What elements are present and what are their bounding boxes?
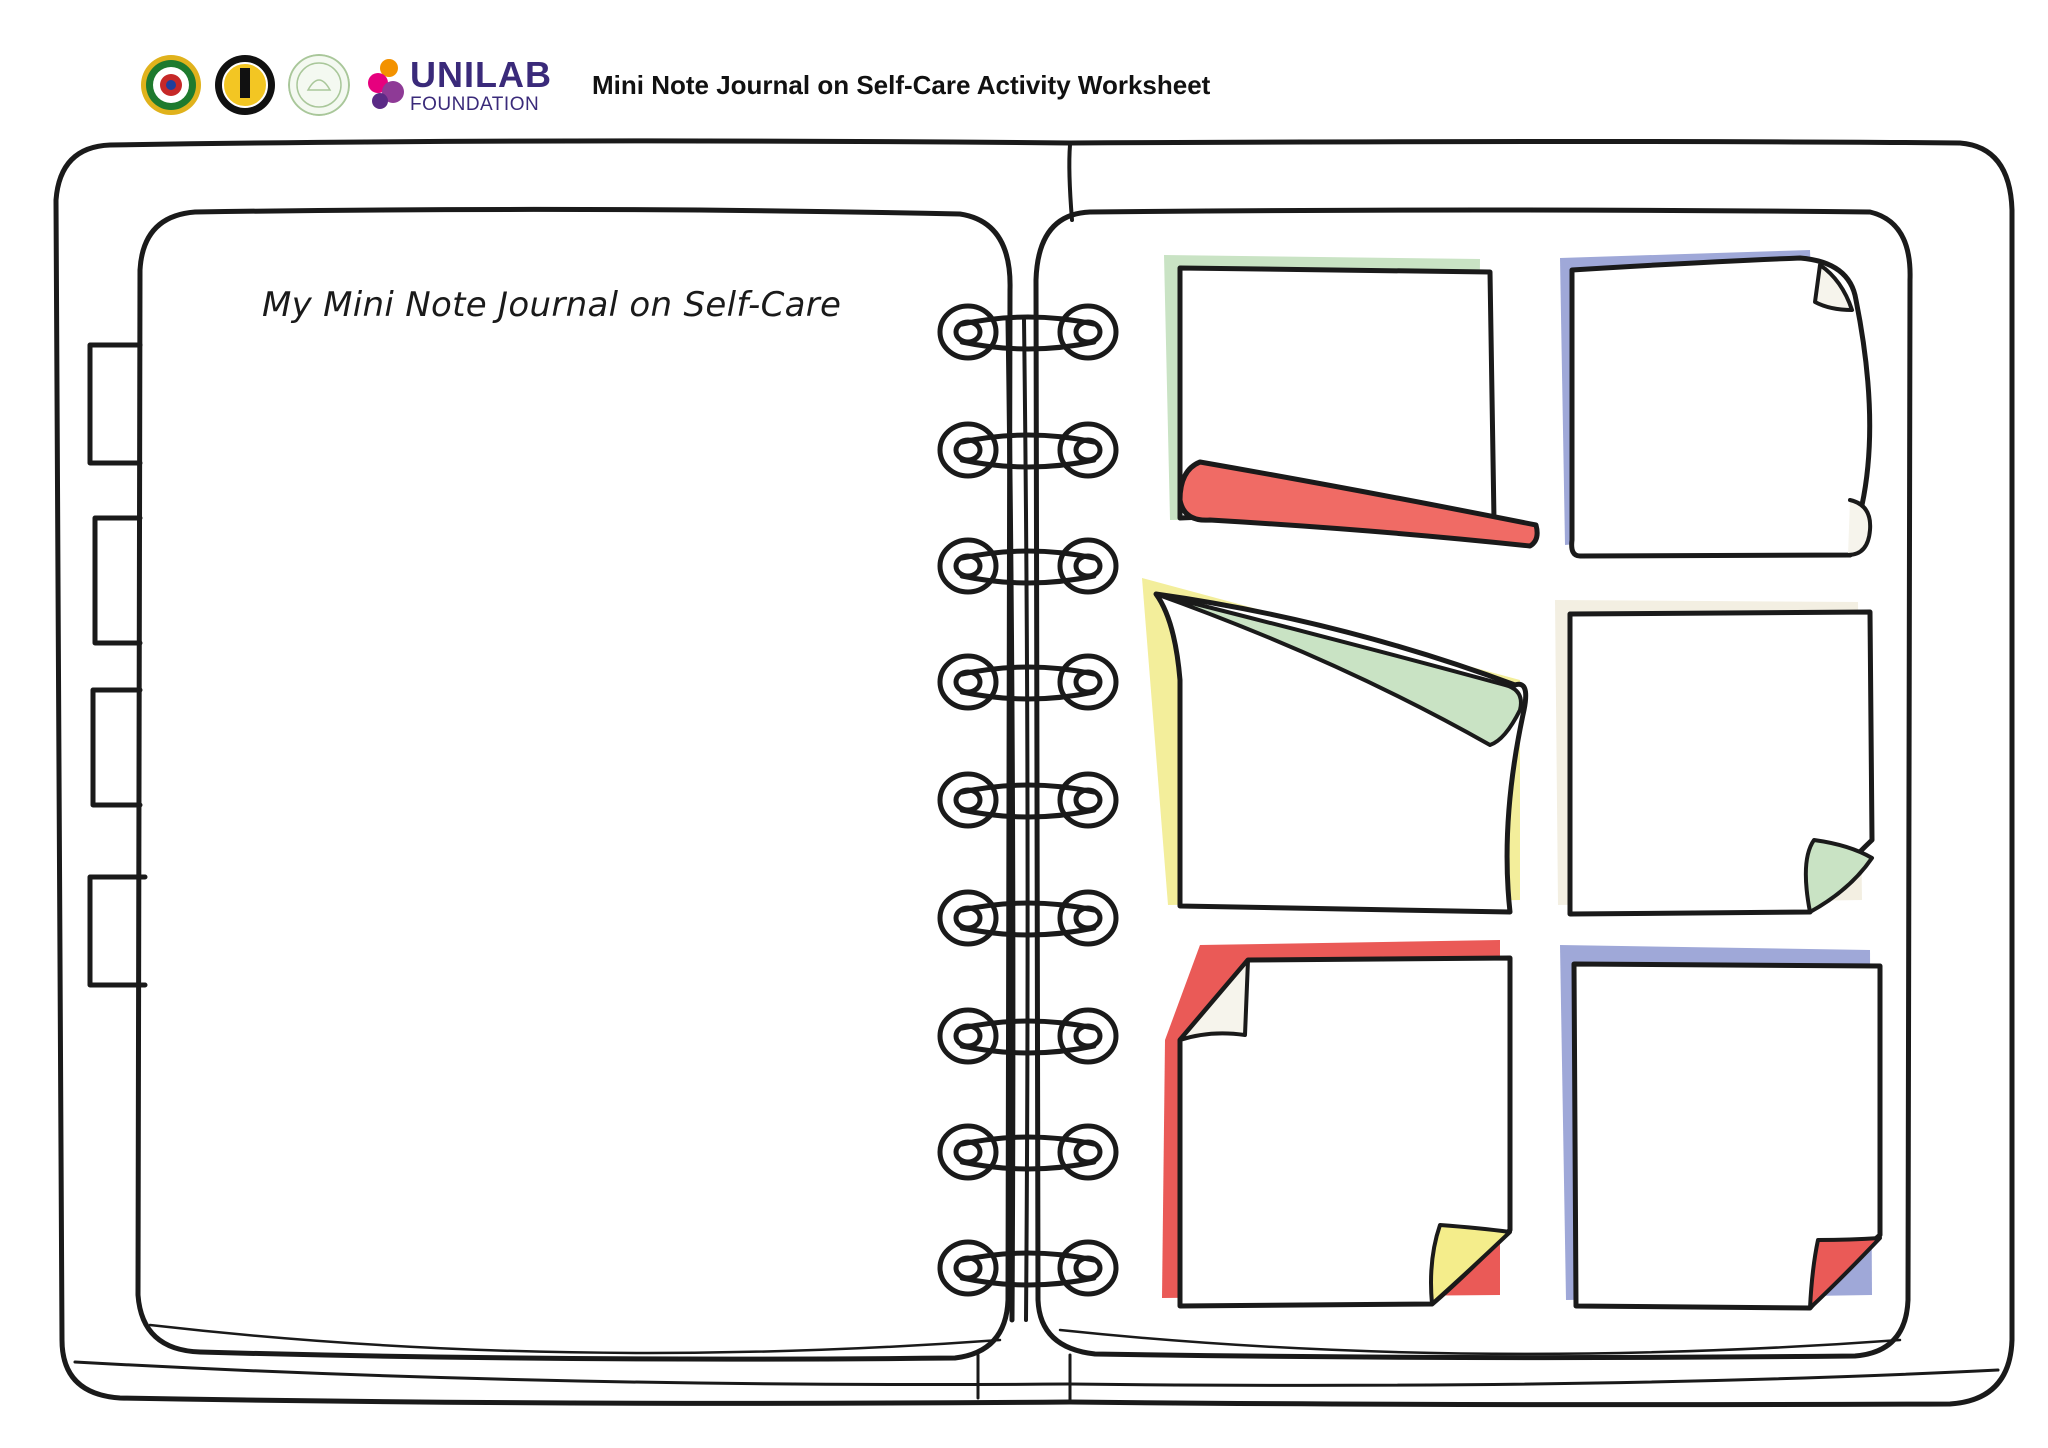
sticky-note-blue-lower[interactable]: [1560, 945, 1883, 1311]
right-page: [1033, 207, 1913, 1361]
sticky-note-blue[interactable]: [1560, 250, 1873, 559]
deped-seal-icon: [141, 55, 201, 115]
government-seal-icon: [288, 54, 350, 116]
spiral-ring: [937, 421, 1119, 479]
spiral-ring: [937, 1239, 1119, 1297]
pcg-seal-icon: [215, 55, 275, 115]
side-tab: [90, 687, 143, 808]
unilab-foundation-logo: UNILAB FOUNDATION: [368, 53, 552, 115]
spiral-ring: [937, 653, 1119, 711]
worksheet-title: Mini Note Journal on Self-Care Activity …: [591, 69, 1211, 100]
notebook-cover: [53, 138, 2015, 1408]
spiral-ring: [937, 1123, 1119, 1181]
side-tab: [87, 874, 148, 988]
spiral-ring: [937, 771, 1119, 829]
brand-subtitle: FOUNDATION: [410, 93, 540, 115]
sticky-note-red[interactable]: [1162, 940, 1513, 1309]
brand-name: UNILAB: [410, 53, 552, 95]
spiral-ring: [937, 537, 1119, 595]
left-page: [135, 206, 1013, 1362]
side-tab: [92, 515, 143, 646]
spiral-ring: [937, 889, 1119, 947]
spiral-ring: [937, 1007, 1119, 1065]
side-tab: [87, 342, 143, 466]
side-tabs: [87, 342, 148, 988]
spiral-ring: [937, 303, 1119, 361]
journal-title: My Mini Note Journal on Self-Care: [262, 285, 842, 325]
sticky-note-yellow[interactable]: [1142, 578, 1529, 915]
worksheet-header: UNILAB FOUNDATION Mini Note Journal on S…: [140, 45, 1210, 125]
notebook-spine: [1067, 143, 1074, 222]
sticky-note-green[interactable]: [1164, 255, 1540, 549]
unilab-dots-icon: [368, 59, 404, 111]
spiral-binding: [937, 303, 1119, 1297]
sticky-note-cream[interactable]: [1555, 600, 1875, 917]
